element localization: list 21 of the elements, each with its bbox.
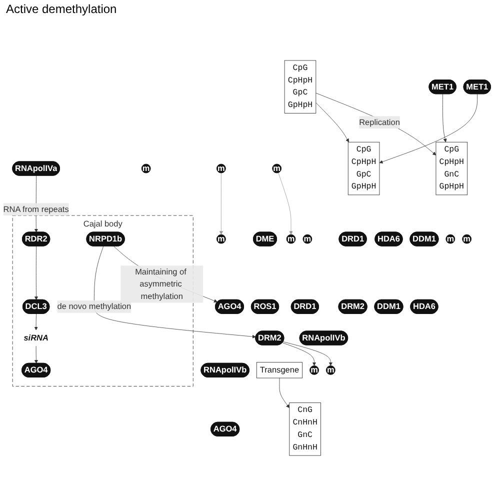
edge-label: Maintaining of asymmetric methylation [135,267,186,302]
node-box: CpG CpHpH GnC GpHpH [436,142,468,196]
node-circle: m [462,234,472,244]
node-box: Transgene [256,362,303,378]
node-circle: m [141,164,151,174]
node-circle: m [286,234,296,244]
node-circle: m [216,164,226,174]
node-circle: m [310,365,319,375]
heading-note: Active demethylation [6,2,118,16]
node-circle: m [446,234,456,244]
node-text: siRNA [24,333,48,343]
node-box: CnG CnHnH GnC GnHnH [289,402,321,456]
node-circle: m [302,234,312,244]
node-circle: m [326,365,336,375]
node-circle: m [272,164,282,174]
edge-label: Replication [359,118,400,127]
node-box: CpG CpHpH GpC GpHpH [284,60,316,114]
edge-label: RNA from repeats [3,204,69,214]
node-circle: m [216,234,226,244]
node-box: CpG CpHpH GpC GpHpH [348,142,380,196]
edge-label: de novo methylation [57,302,132,312]
